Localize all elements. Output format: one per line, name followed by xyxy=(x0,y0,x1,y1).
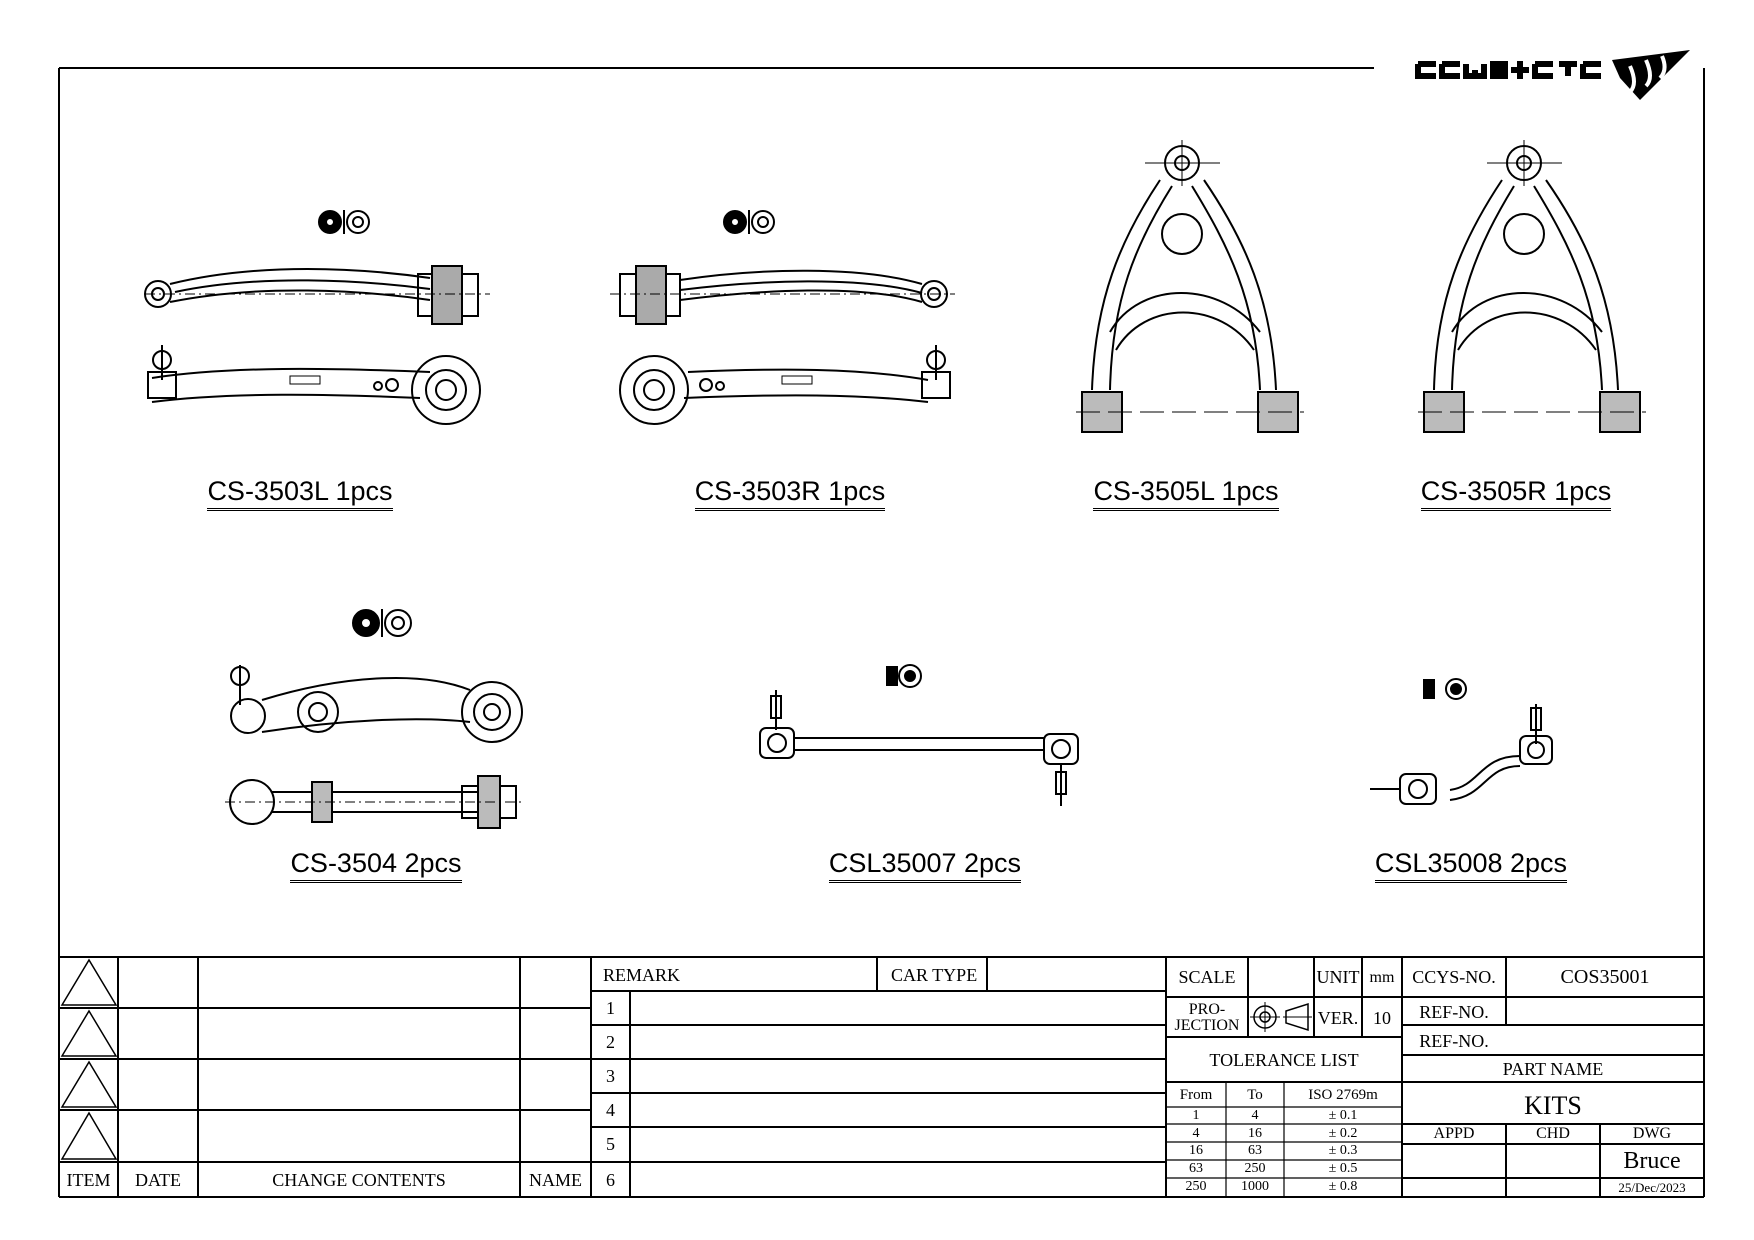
tolerance-value-5: ± 0.8 xyxy=(1328,1179,1358,1194)
tolerance-title: TOLERANCE LIST xyxy=(1209,1050,1359,1070)
unit-value: mm xyxy=(1369,969,1395,986)
dwg-value: Bruce xyxy=(1623,1148,1681,1174)
part-label-csl35008: CSL35008 2pcs xyxy=(1346,848,1596,883)
tolerance-to-1: 4 xyxy=(1251,1108,1259,1123)
title-block-grid xyxy=(59,956,1704,1197)
tolerance-to-4: 250 xyxy=(1244,1161,1266,1176)
tolerance-header-to: To xyxy=(1247,1087,1263,1103)
part-label-cs-3503r: CS-3503R 1pcs xyxy=(670,476,910,511)
dwg-label: DWG xyxy=(1632,1125,1672,1142)
tolerance-from-5: 250 xyxy=(1185,1179,1207,1194)
tolerance-header-from: From xyxy=(1179,1087,1213,1103)
rev-header-name: NAME xyxy=(529,1170,582,1190)
part-label-text: CS-3504 2pcs xyxy=(290,848,462,883)
part-label-text: CSL35007 2pcs xyxy=(828,848,1022,883)
part-label-csl35007: CSL35007 2pcs xyxy=(800,848,1050,883)
tolerance-to-5: 1000 xyxy=(1241,1179,1269,1194)
ver-label: VER. xyxy=(1317,1008,1359,1028)
ref-no-label-2: REF-NO. xyxy=(1419,1031,1489,1051)
remark-row-3: 3 xyxy=(606,1066,615,1086)
part-label-text: CS-3505R 1pcs xyxy=(1420,476,1612,511)
third-angle-projection-icon xyxy=(1250,1002,1312,1032)
part-name-value: KITS xyxy=(1524,1091,1582,1120)
ver-value: 10 xyxy=(1373,1008,1391,1028)
part-drawing-cs-3505r xyxy=(1418,140,1646,433)
tolerance-from-1: 1 xyxy=(1192,1108,1200,1123)
remark-row-5: 5 xyxy=(606,1134,615,1154)
part-drawing-cs-3503r xyxy=(610,210,955,425)
tolerance-to-2: 16 xyxy=(1248,1126,1262,1141)
car-type-label: CAR TYPE xyxy=(891,965,978,985)
tolerance-header-iso: ISO 2769m xyxy=(1308,1087,1378,1103)
remark-label: REMARK xyxy=(603,965,681,985)
tolerance-value-1: ± 0.1 xyxy=(1328,1108,1358,1123)
tolerance-value-4: ± 0.5 xyxy=(1328,1161,1358,1176)
part-label-text: CSL35008 2pcs xyxy=(1374,848,1568,883)
unit-label: UNIT xyxy=(1316,967,1360,987)
projection-label-line1: PRO- xyxy=(1188,1001,1226,1018)
tolerance-to-3: 63 xyxy=(1248,1143,1262,1158)
rev-header-item: ITEM xyxy=(66,1170,111,1190)
remark-row-1: 1 xyxy=(606,998,615,1018)
part-label-cs-3504: CS-3504 2pcs xyxy=(256,848,496,883)
rev-header-date: DATE xyxy=(135,1170,181,1190)
ccys-no-label: CCYS-NO. xyxy=(1412,967,1496,987)
tolerance-from-3: 16 xyxy=(1189,1143,1203,1158)
part-drawing-csl35008 xyxy=(1370,678,1553,805)
part-label-cs-3505l: CS-3505L 1pcs xyxy=(1066,476,1306,511)
rev-header-change-contents: CHANGE CONTENTS xyxy=(272,1170,446,1190)
part-drawing-cs-3505l xyxy=(1076,140,1304,433)
tolerance-value-3: ± 0.3 xyxy=(1328,1143,1358,1158)
part-label-text: CS-3503R 1pcs xyxy=(694,476,886,511)
part-label-cs-3503l: CS-3503L 1pcs xyxy=(180,476,420,511)
tolerance-value-2: ± 0.2 xyxy=(1328,1126,1358,1141)
part-label-text: CS-3505L 1pcs xyxy=(1093,476,1279,511)
part-label-cs-3505r: CS-3505R 1pcs xyxy=(1396,476,1636,511)
scale-label: SCALE xyxy=(1178,967,1236,987)
remark-row-4: 4 xyxy=(606,1100,615,1120)
drawing-date: 25/Dec/2023 xyxy=(1618,1180,1686,1195)
chd-label: CHD xyxy=(1536,1125,1570,1142)
part-drawing-csl35007 xyxy=(759,664,1079,806)
part-drawing-cs-3504 xyxy=(225,609,525,829)
sheet-border xyxy=(58,67,1705,1198)
brand-logo-icon xyxy=(1415,50,1690,100)
projection-label-line2: JECTION xyxy=(1174,1017,1240,1034)
part-drawing-cs-3503l xyxy=(144,210,490,425)
remark-row-2: 2 xyxy=(606,1032,615,1052)
tolerance-from-4: 63 xyxy=(1189,1161,1203,1176)
remark-row-6: 6 xyxy=(606,1170,615,1190)
part-name-label: PART NAME xyxy=(1502,1059,1604,1079)
part-label-text: CS-3503L 1pcs xyxy=(207,476,393,511)
ccys-no-value: COS35001 xyxy=(1560,966,1650,988)
appd-label: APPD xyxy=(1433,1125,1475,1142)
tolerance-from-2: 4 xyxy=(1192,1126,1200,1141)
ref-no-label-1: REF-NO. xyxy=(1419,1002,1489,1022)
